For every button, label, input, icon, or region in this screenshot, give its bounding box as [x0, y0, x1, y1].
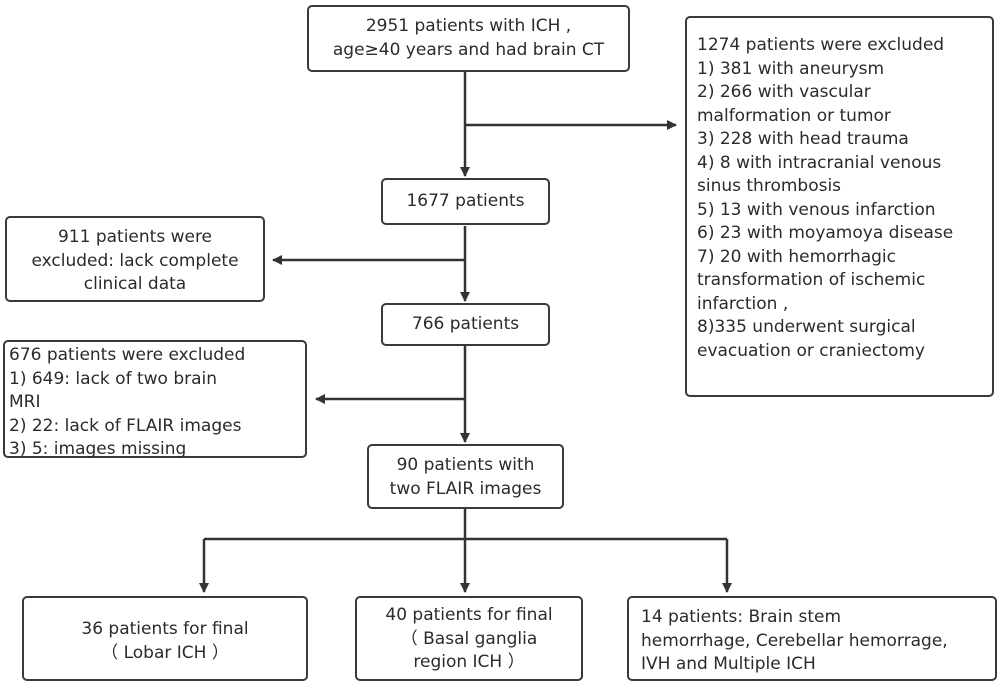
step-90-line: 90 patients with [396, 455, 535, 475]
exclusion1-line: 1) 381 with aneurysm [697, 58, 885, 79]
exclusion3-line: MRI [9, 392, 41, 412]
start-line: 2951 patients with ICH , [365, 16, 572, 36]
final-other-line: 14 patients: Brain stem [641, 607, 842, 627]
exclusion2-box: 911 patients were excluded: lack complet… [5, 216, 265, 302]
exclusion1-box: 1274 patients were excluded 1) 381 with … [685, 16, 994, 397]
final-other-box: 14 patients: Brain stem hemorrhage, Cere… [627, 596, 997, 681]
step-1677-label: 1677 patients [406, 191, 525, 211]
exclusion1-line: 1274 patients were excluded [697, 35, 945, 55]
exclusion1-line: 8)335 underwent surgical [697, 317, 916, 337]
final-lobar-box: 36 patients for final （ Lobar ICH ） [22, 596, 308, 681]
final-lobar-line: 36 patients for final [81, 619, 249, 639]
exclusion1-line: malformation or tumor [697, 105, 891, 126]
exclusion1-line: 7) 20 with hemorrhagic [697, 246, 896, 267]
exclusion1-line: 2) 266 with vascular [697, 82, 871, 102]
exclusion1-line: 3) 228 with head trauma [697, 129, 909, 149]
step-1677-box: 1677 patients [381, 178, 550, 225]
exclusion3-line: 2) 22: lack of FLAIR images [9, 415, 242, 436]
exclusion2-line: excluded: lack complete [31, 250, 239, 271]
step-90-box: 90 patients with two FLAIR images [367, 444, 564, 509]
final-basal-box: 40 patients for final （ Basal ganglia re… [355, 596, 583, 681]
final-basal-line: 40 patients for final [385, 605, 553, 625]
exclusion1-line: infarction , [697, 293, 789, 314]
exclusion1-line: sinus thrombosis [697, 176, 842, 196]
step-766-label: 766 patients [411, 314, 520, 334]
start-box: 2951 patients with ICH , age≥40 years an… [307, 5, 630, 72]
final-lobar-line: （ Lobar ICH ） [101, 642, 229, 663]
exclusion1-line: 5) 13 with venous infarction [697, 199, 936, 220]
exclusion3-line: 3) 5: images missing [9, 439, 187, 459]
final-basal-line: （ Basal ganglia [400, 628, 538, 649]
exclusion3-line: 1) 649: lack of two brain [9, 368, 218, 389]
exclusion2-line: 911 patients were [57, 227, 213, 247]
exclusion3-box: 676 patients were excluded 1) 649: lack … [3, 340, 307, 459]
final-other-line: hemorrhage, Cerebellar hemorrage, [641, 630, 948, 651]
step-90-line: two FLAIR images [389, 478, 542, 499]
exclusion1-line: transformation of ischemic [697, 270, 926, 290]
exclusion1-line: evacuation or craniectomy [697, 340, 925, 361]
final-other-line: IVH and Multiple ICH [641, 654, 816, 674]
exclusion1-line: 4) 8 with intracranial venous [697, 152, 942, 173]
start-line: age≥40 years and had brain CT [332, 39, 605, 60]
final-basal-line: region ICH ） [413, 652, 525, 672]
step-766-box: 766 patients [381, 303, 550, 346]
exclusion1-line: 6) 23 with moyamoya disease [697, 223, 954, 243]
exclusion2-line: clinical data [83, 274, 187, 294]
exclusion3-line: 676 patients were excluded [9, 345, 246, 365]
